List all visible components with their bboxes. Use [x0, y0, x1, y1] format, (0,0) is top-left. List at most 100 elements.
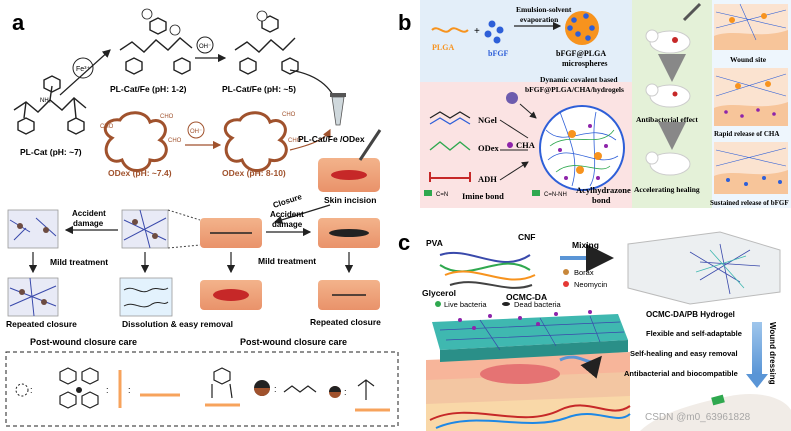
syringe-b-icon — [682, 2, 702, 22]
reopened-incision — [329, 229, 369, 237]
closure-label: Closure — [272, 192, 304, 210]
evaporation-label: evaporation — [520, 15, 559, 24]
mild-treatment-left-label: Mild treatment — [50, 257, 108, 267]
merge-arrows — [499, 119, 528, 181]
zoom-line-top — [167, 209, 201, 221]
hydrogel-cha-dots — [558, 124, 608, 180]
hydrogel-dressing-layer — [432, 310, 628, 362]
mouse-icon-1 — [645, 29, 691, 54]
cho-label: CHO — [168, 138, 182, 144]
polymer-fibers — [439, 251, 536, 289]
damaged-mesh-box — [7, 209, 59, 249]
arrow-odex-to-syringe — [289, 128, 331, 151]
ngel-chain-icon — [429, 111, 471, 125]
acylhydrazone-structure: C=N-NH — [544, 192, 567, 198]
bfgf-cluster-icon — [484, 20, 504, 44]
legend-half-circle-bottom — [254, 388, 270, 396]
glycerol-label: Glycerol — [422, 288, 456, 298]
fe-ion-label: Fe³⁺ — [76, 66, 91, 73]
hydrogel-microspheres — [568, 130, 602, 174]
cha-label: CHA — [516, 140, 536, 150]
mouse-icon-2 — [645, 83, 691, 108]
plus-sign: + — [474, 26, 480, 37]
wound-red — [331, 170, 367, 180]
legend-colon: : — [106, 385, 109, 395]
odex-chain-icon — [429, 141, 471, 151]
acylhydrazone-bond-icon — [532, 190, 540, 196]
neomycin-dot-icon — [563, 281, 569, 287]
adh-label: ADH — [478, 174, 497, 184]
cnf-label: CNF — [518, 232, 535, 242]
fe-ion-icon — [72, 57, 94, 79]
legend-fe-core — [76, 387, 82, 393]
mixing-label: Mixing — [572, 240, 599, 250]
panel-c: c PVA CNF Glycerol OCMC-DA Mixing Borax … — [398, 230, 791, 431]
skin-incision-label: Skin incision — [324, 195, 376, 205]
acylhydrazone-label-1: Acylhydrazone — [576, 185, 631, 195]
oh-label: OH⁻ — [199, 44, 211, 50]
antibacterial-label: Antibacterial effect — [636, 115, 698, 124]
borax-dot-icon — [563, 269, 569, 275]
legend-colon: : — [128, 385, 131, 395]
legend-catechol-icon — [211, 367, 233, 399]
panel-c-letter: c — [398, 230, 410, 255]
cho-label: CHO — [288, 138, 302, 144]
cho-label: CHO — [282, 112, 296, 118]
closure-arrow — [273, 204, 331, 224]
odex-810-label: ODex (pH: 8-10) — [222, 168, 286, 178]
post-wound-right-label: Post-wound closure care — [240, 337, 347, 347]
pl-cat-fe-5-label: PL-Cat/Fe (pH: ~5) — [222, 84, 296, 94]
panel-b: b PLGA + bFGF Emulsion-solvent evaporati… — [398, 0, 791, 208]
fe-ion-small-icon — [256, 10, 268, 22]
legend-colon: : — [30, 385, 33, 395]
ocmc-da-label: OCMC-DA — [506, 292, 547, 302]
oh-ion-icon — [196, 36, 214, 54]
crosslink-dot — [41, 299, 47, 305]
hydrogel-network-circle — [539, 105, 625, 191]
property-3-label: Antibacterial and biocompatible — [624, 369, 738, 378]
accelerating-label: Accelerating healing — [634, 185, 700, 194]
hydrogel-network — [545, 111, 619, 187]
imine-bond-structure: C=N — [436, 192, 448, 198]
repeated-closure-right-label: Repeated closure — [310, 317, 381, 327]
legend-colon: : — [344, 387, 347, 397]
oh-ion-icon — [187, 121, 205, 139]
cha-dot-icon — [507, 142, 513, 148]
dissolution-label: Dissolution & easy removal — [122, 319, 233, 329]
skin-cross-section — [426, 352, 631, 431]
dead-bacteria-label: Dead bacteria — [514, 300, 562, 309]
cho-label: CHO — [160, 114, 174, 120]
oh-label: OH⁻ — [190, 129, 202, 135]
pl-cat-fe-12-label: PL-Cat/Fe (pH: 1-2) — [110, 84, 187, 94]
arm-icon — [640, 393, 791, 431]
arrow-to-syringe — [289, 69, 342, 112]
bfgf-label: bFGF — [488, 49, 509, 58]
zoom-mesh — [123, 209, 167, 249]
legend-colon: : — [274, 384, 277, 394]
crosslink-dot — [152, 233, 158, 239]
hydrogel-network-green — [549, 129, 615, 173]
wound-dressing-arrow-shaft — [752, 322, 762, 374]
panel-b-letter: b — [398, 10, 411, 35]
syringe-icon — [358, 129, 382, 161]
rapid-release-panel — [714, 68, 788, 126]
rapid-release-label: Rapid release of CHA — [714, 130, 779, 138]
pl-cat-nh2-label: NH₂ — [40, 98, 52, 104]
microspheres-label-1: bFGF@PLGA — [556, 49, 606, 58]
pl-cat-label: PL-Cat (pH: ~7) — [20, 147, 82, 157]
arrow-to-fe — [59, 49, 111, 96]
accident-damage-left-line2: damage — [73, 219, 104, 228]
pva-label: PVA — [426, 238, 443, 248]
dissolved-wound-red — [213, 289, 249, 301]
adh-linker-icon — [429, 172, 471, 182]
cha-legend-sphere — [506, 92, 518, 104]
emulsion-label: Emulsion-solvent — [516, 5, 572, 14]
sustained-release-panel — [714, 142, 788, 194]
plga-chain-icon — [431, 27, 469, 33]
wound-dressing-arrow-head — [746, 374, 768, 388]
imine-bond-icon — [424, 190, 432, 196]
property-2-label: Self-healing and easy removal — [630, 349, 738, 358]
fe-ion-small-icon — [169, 24, 181, 36]
